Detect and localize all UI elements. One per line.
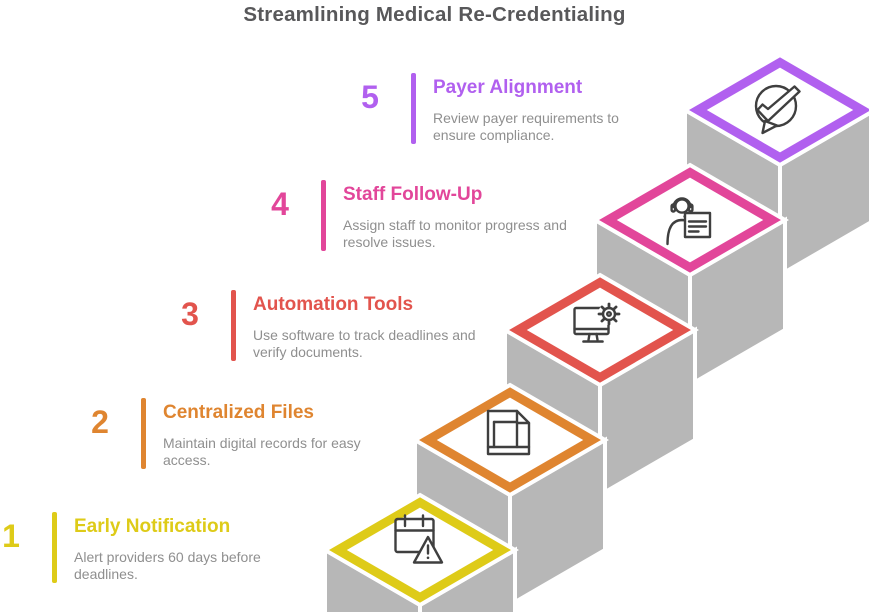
step-1-title: Early Notification: [74, 516, 231, 537]
monitor-gear-icon: [573, 302, 621, 343]
step-1-description: Alert providers 60 days before deadlines…: [74, 548, 261, 583]
step-row-5: 5 Payer Alignment Review payer requireme…: [348, 73, 668, 163]
calendar-alert-icon: [394, 514, 444, 564]
page-title: Streamlining Medical Re-Credentialing: [243, 3, 626, 26]
step-1-accent-bar: [52, 512, 57, 583]
step-row-3: 3 Automation Tools Use software to track…: [168, 290, 488, 380]
step-5-accent-bar: [411, 73, 416, 144]
step-3-accent-bar: [231, 290, 236, 361]
step-2-accent-bar: [141, 398, 146, 469]
stair-step-1: [321, 492, 519, 612]
step-2-number: 2: [91, 404, 109, 440]
step-5-description: Review payer requirements to ensure comp…: [433, 109, 619, 144]
stair-step-4: [591, 162, 789, 389]
step-1-number: 1: [2, 518, 20, 554]
step-row-1: 1 Early Notification Alert providers 60 …: [0, 512, 309, 602]
step-3-description: Use software to track deadlines and veri…: [253, 326, 476, 361]
step-2-title: Centralized Files: [163, 402, 314, 423]
step-4-number: 4: [271, 186, 289, 222]
step-2-diamond-face: [436, 397, 584, 483]
speech-bubble-check-icon: [754, 84, 801, 135]
step-5-number: 5: [361, 79, 379, 115]
step-4-accent-bar: [321, 180, 326, 251]
support-agent-document-icon: [666, 197, 712, 246]
step-3-title: Automation Tools: [253, 294, 414, 315]
step-4-title: Staff Follow-Up: [343, 184, 483, 205]
step-5-title: Payer Alignment: [433, 77, 583, 98]
step-row-2: 2 Centralized Files Maintain digital rec…: [78, 398, 398, 488]
step-row-4: 4 Staff Follow-Up Assign staff to monito…: [258, 180, 578, 270]
step-2-description: Maintain digital records for easy access…: [163, 434, 361, 469]
document-file-icon: [486, 409, 531, 456]
step-4-description: Assign staff to monitor progress and res…: [343, 216, 567, 251]
step-3-number: 3: [181, 296, 199, 332]
